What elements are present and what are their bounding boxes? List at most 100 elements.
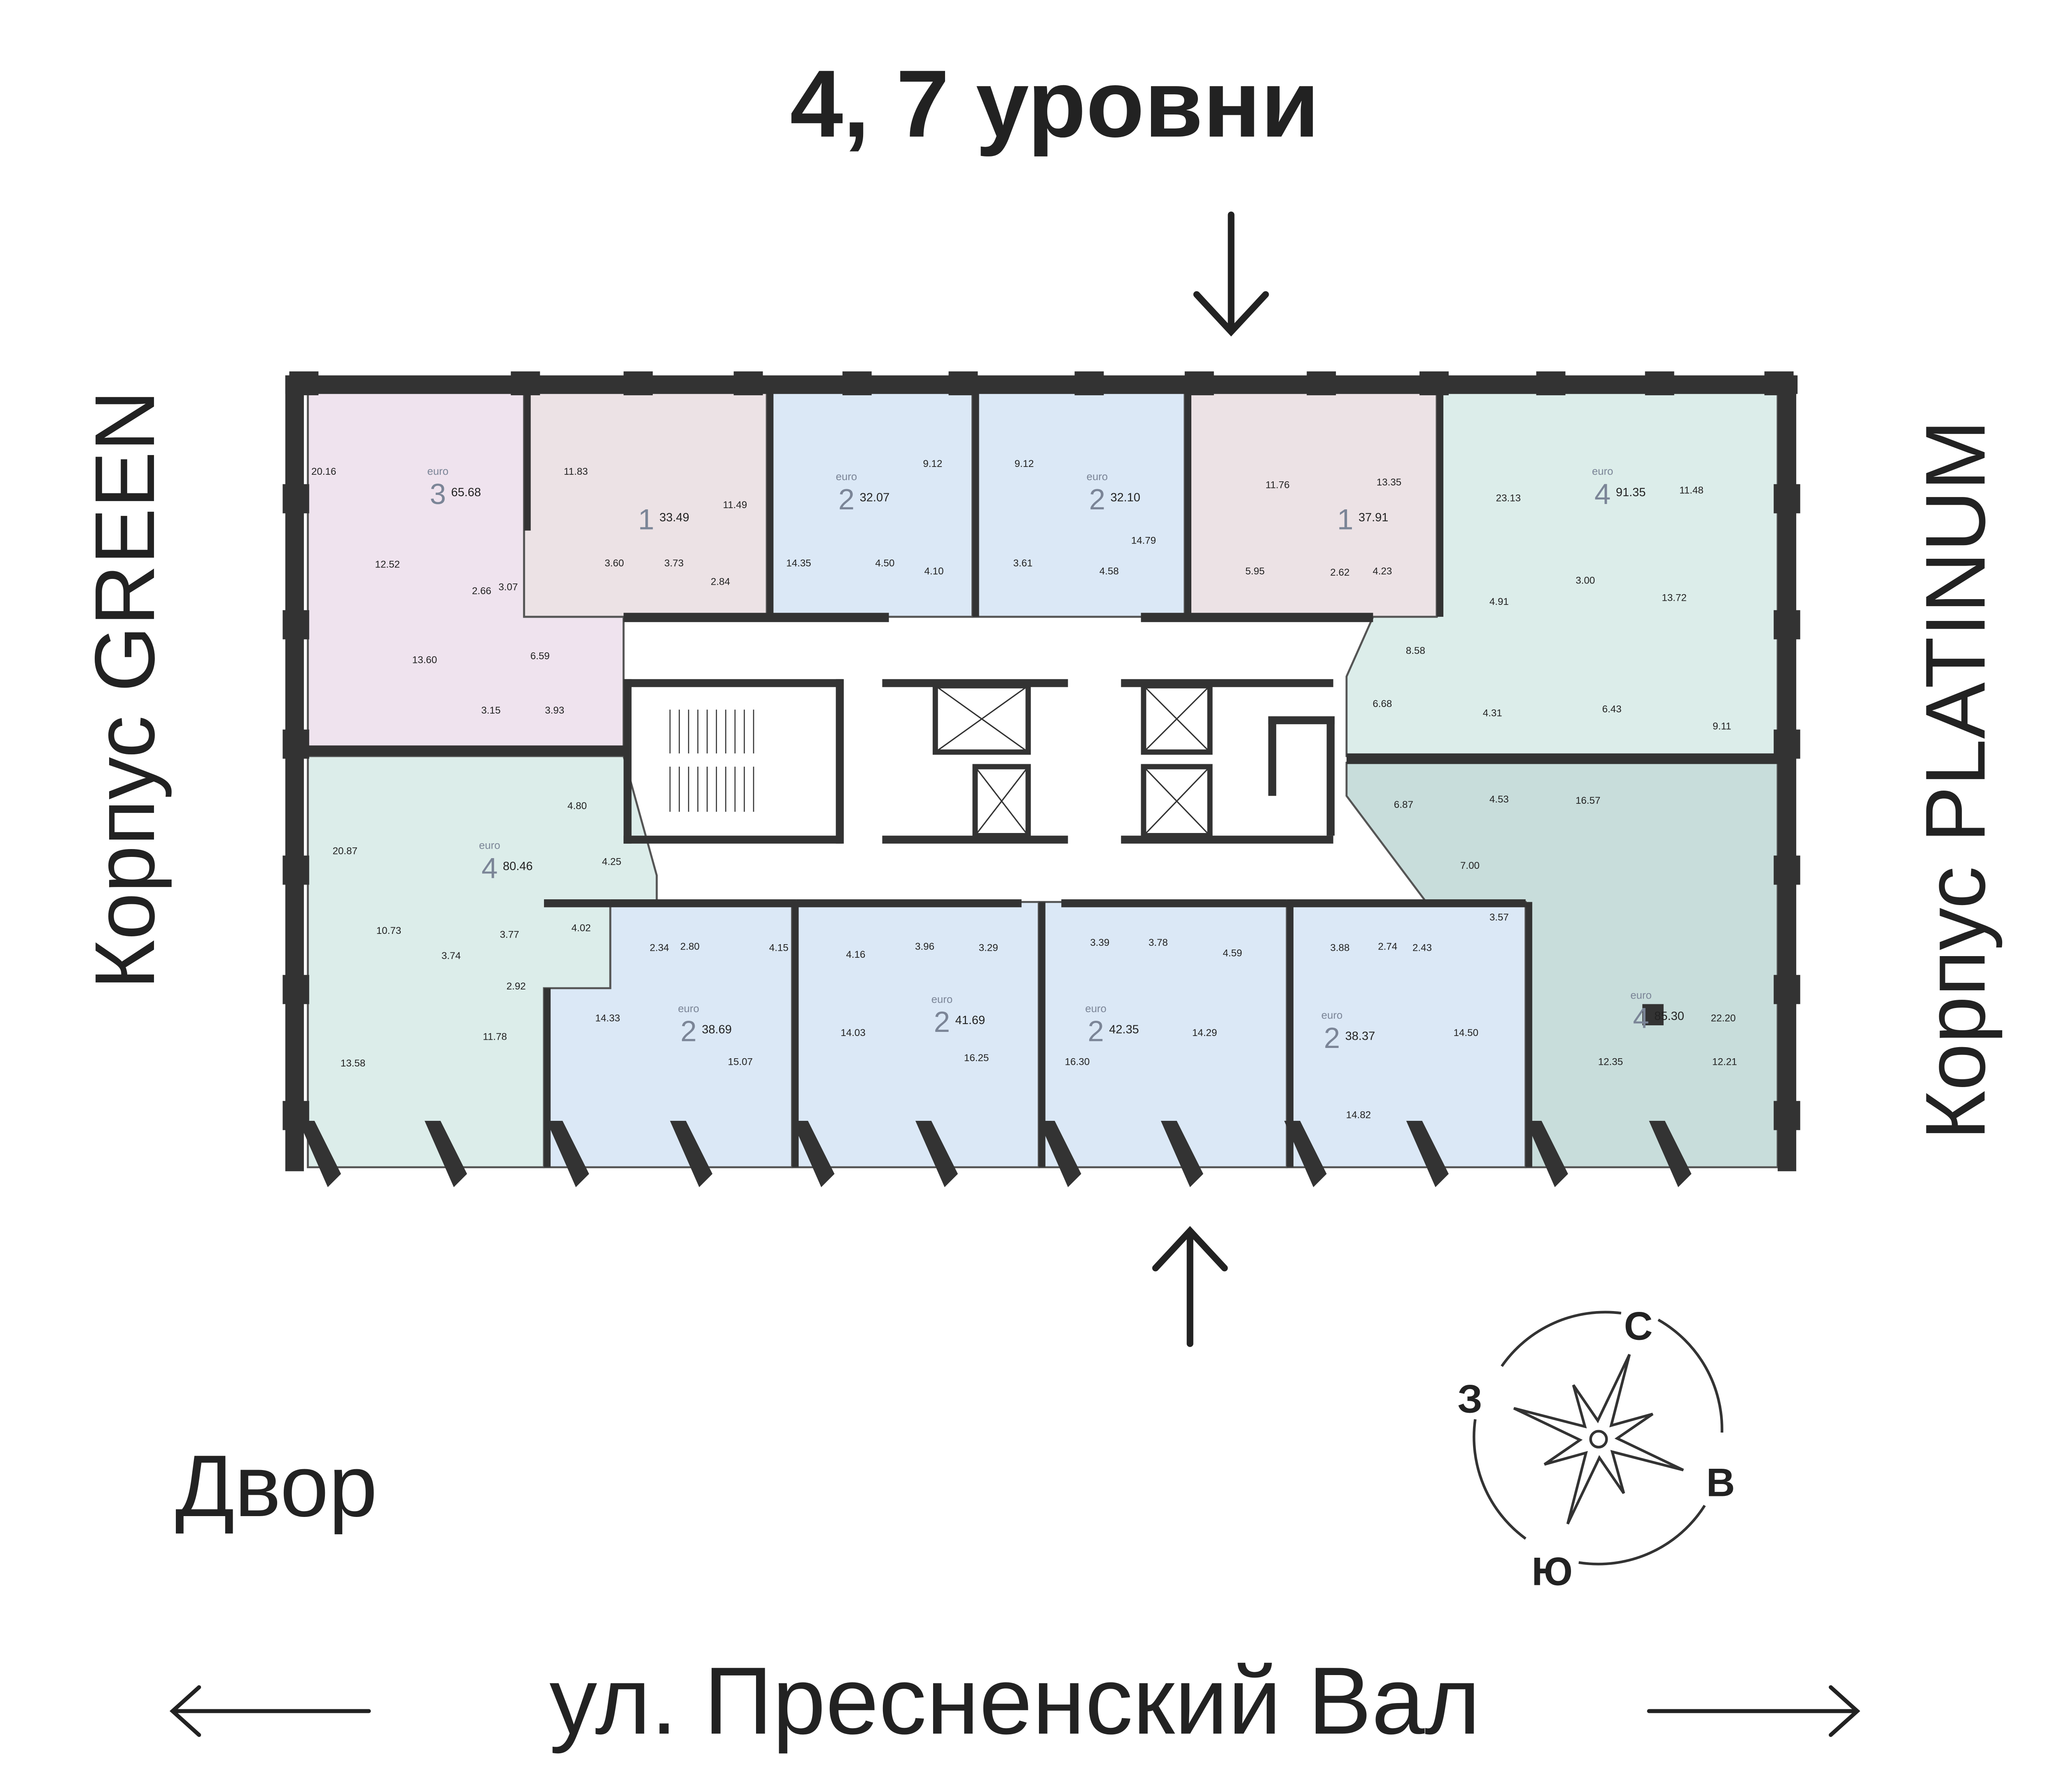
column <box>1642 1004 1664 1026</box>
wall <box>792 902 799 1167</box>
wall <box>623 679 632 844</box>
apartment-type-label: euro <box>931 994 953 1005</box>
apartment-total-area: 37.91 <box>1359 511 1389 524</box>
room-area-label: 11.48 <box>1679 485 1704 496</box>
room-area-label: 10.73 <box>376 925 401 936</box>
compass-arc <box>1657 1318 1723 1433</box>
room-area-label: 20.16 <box>311 466 336 477</box>
column <box>1774 1101 1800 1130</box>
wall <box>836 679 844 844</box>
room-area-label: 3.74 <box>441 950 461 961</box>
column <box>282 975 309 1004</box>
apartment-total-area: 38.69 <box>702 1023 732 1036</box>
room-area-label: 15.07 <box>728 1057 753 1068</box>
room-area-label: 4.53 <box>1489 794 1509 805</box>
room-area-label: 2.74 <box>1378 941 1397 952</box>
plan-body <box>307 383 1779 1169</box>
apartment-type-label: euro <box>479 840 500 852</box>
room-area-label: 2.66 <box>472 586 491 597</box>
room-area-label: 3.00 <box>1576 575 1595 586</box>
room-area-label: 11.78 <box>483 1031 507 1043</box>
room-area-label: 23.13 <box>1496 493 1521 504</box>
compass-arc <box>1501 1311 1622 1367</box>
apartment-total-area: 32.10 <box>1111 491 1141 504</box>
street-arrow-left-icon <box>169 1685 371 1737</box>
room-area-label: 14.29 <box>1192 1027 1217 1038</box>
apartment-room-count: 2 <box>680 1015 696 1048</box>
wall <box>544 988 551 1167</box>
room-area-label: 16.30 <box>1065 1057 1090 1068</box>
wall <box>1525 902 1532 1167</box>
room-area-label: 9.11 <box>1713 721 1731 732</box>
room-area-label: 3.39 <box>1090 937 1109 948</box>
bay-window-pier <box>1039 1121 1081 1188</box>
apartment-area-37-91 <box>1184 383 1438 618</box>
wall <box>1141 613 1373 622</box>
entrance-arrow-bottom-icon <box>1152 1226 1228 1347</box>
apartment-room-count: 4 <box>481 852 497 885</box>
column <box>511 371 540 395</box>
room-area-label: 5.95 <box>1245 566 1265 577</box>
column <box>1307 371 1336 395</box>
apartment-type-label: euro <box>1321 1010 1343 1021</box>
room-area-label: 3.60 <box>605 558 624 569</box>
room-area-label: 3.73 <box>664 558 684 569</box>
apartment-type-label: euro <box>678 1003 699 1015</box>
wall <box>1436 385 1444 617</box>
bay-window-pier <box>1525 1121 1568 1188</box>
apartment-total-area: 91.35 <box>1616 486 1646 499</box>
column <box>1774 855 1800 885</box>
wall <box>308 745 626 756</box>
compass-label-east: В <box>1706 1461 1735 1505</box>
compass-arc <box>1473 1419 1527 1540</box>
column <box>1774 975 1800 1004</box>
room-area-label: 7.00 <box>1460 860 1480 871</box>
column <box>1645 371 1674 395</box>
wall <box>623 613 889 622</box>
bay-window-pier <box>1284 1121 1327 1188</box>
left-building-label: Корпус GREEN <box>77 390 172 989</box>
column <box>289 371 319 395</box>
room-area-label: 13.35 <box>1377 477 1401 488</box>
apartment-type-label: euro <box>1086 471 1108 483</box>
apartment-type-label: euro <box>427 466 449 477</box>
room-area-label: 14.50 <box>1454 1027 1478 1038</box>
apartment-room-count: 4 <box>1594 478 1611 511</box>
apartment-room-count: 2 <box>1324 1022 1340 1055</box>
room-area-label: 9.12 <box>923 458 942 469</box>
room-area-label: 4.31 <box>1483 708 1502 719</box>
room-area-label: 13.60 <box>412 655 437 666</box>
column <box>282 729 309 759</box>
compass-label-west: З <box>1457 1377 1482 1421</box>
wall <box>524 385 531 531</box>
wall <box>1326 716 1335 836</box>
compass-label-south: Ю <box>1531 1549 1573 1594</box>
wall <box>544 899 611 908</box>
column <box>623 371 653 395</box>
apartment-type-label: euro <box>1630 990 1652 1001</box>
column <box>282 484 309 513</box>
staircase-icon <box>669 709 754 812</box>
column <box>1074 371 1104 395</box>
room-area-label: 3.96 <box>915 941 934 952</box>
wall <box>1184 385 1192 617</box>
column <box>1419 371 1449 395</box>
room-area-label: 11.49 <box>723 499 747 511</box>
room-area-label: 4.16 <box>846 949 866 960</box>
bay-window-pier <box>792 1121 835 1188</box>
apartment-total-area: 85.30 <box>1654 1010 1684 1023</box>
elevator-cross <box>974 766 1029 836</box>
room-area-label: 3.93 <box>545 705 564 716</box>
compass-center <box>1589 1430 1608 1449</box>
room-area-label: 11.76 <box>1265 479 1290 490</box>
elevator-shaft <box>1141 683 1213 755</box>
